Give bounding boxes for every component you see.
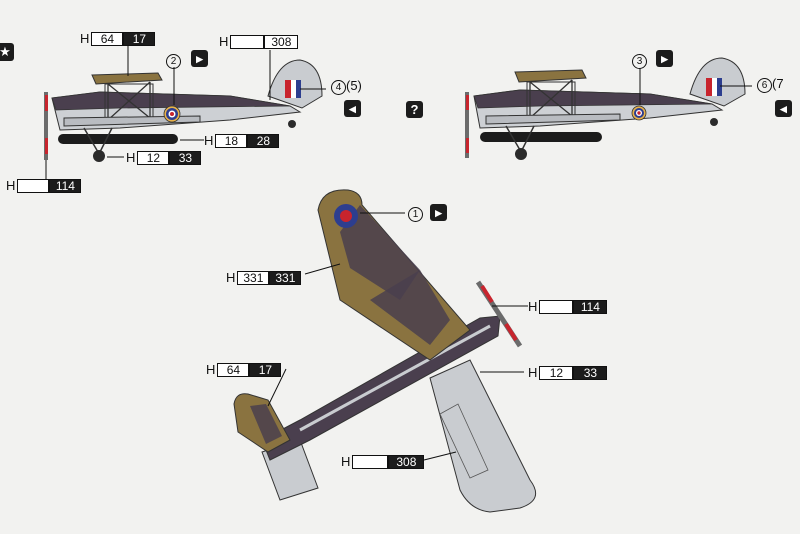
callout-black-value: 17 <box>249 362 282 377</box>
callout-white-value: 64 <box>217 362 250 377</box>
decal-number-left-fin: 4(5) <box>331 78 362 95</box>
callout-black-value: 308 <box>264 34 299 49</box>
side-view-right-aircraft <box>465 57 752 160</box>
callout-white-value: 12 <box>137 150 170 165</box>
callout-white-value: 64 <box>91 31 124 46</box>
callout-top-left-wheel: H 12 33 <box>126 150 202 165</box>
callout-white-value: 331 <box>237 270 270 285</box>
decal-side-icon: ▸ <box>656 50 673 67</box>
decal-side-icon: ◂ <box>344 100 361 117</box>
decal-number-plan-roundel: 1 <box>408 205 423 222</box>
callout-plan-prop: H 114 <box>528 299 608 314</box>
callout-black-value: 331 <box>269 270 302 285</box>
callout-white-value <box>230 34 265 49</box>
decal-number-right-fin: 6(7 <box>757 76 784 93</box>
decal-side-icon: ◂ <box>775 100 792 117</box>
decal-number-left-roundel: 2 <box>166 52 181 69</box>
callout-top-left-fin: H 308 <box>219 34 299 49</box>
callout-black-value: 114 <box>49 178 82 193</box>
callout-white-value <box>17 178 50 193</box>
callout-black-value: 308 <box>388 454 425 469</box>
callout-white-value <box>539 299 574 314</box>
callout-top-left-torpedo: H 18 28 <box>204 133 280 148</box>
callout-black-value: 28 <box>247 133 280 148</box>
callout-plan-wheel: H 12 33 <box>528 365 608 380</box>
callout-plan-lower-wing: H 308 <box>341 454 425 469</box>
decal-side-icon: ▸ <box>430 204 447 221</box>
callout-black-value: 33 <box>573 365 608 380</box>
callout-white-value <box>352 454 389 469</box>
callout-top-left-prop: H 114 <box>6 178 82 193</box>
callout-white-value: 18 <box>215 133 248 148</box>
side-view-left-aircraft <box>44 45 326 180</box>
callout-top-left-wing: H 64 17 <box>80 31 156 46</box>
decal-side-icon: ▸ <box>191 50 208 67</box>
callout-black-value: 33 <box>169 150 202 165</box>
question-icon: ? <box>406 101 423 118</box>
plan-view-aircraft <box>233 189 537 513</box>
callout-plan-tail: H 64 17 <box>206 362 282 377</box>
star-icon: ★ <box>0 43 14 61</box>
callout-white-value: 12 <box>539 365 574 380</box>
callout-black-value: 17 <box>123 31 156 46</box>
propeller-blade <box>44 92 48 160</box>
callout-black-value: 114 <box>573 299 608 314</box>
callout-plan-wing: H 331 331 <box>226 270 302 285</box>
decal-number-right-roundel: 3 <box>632 52 647 69</box>
